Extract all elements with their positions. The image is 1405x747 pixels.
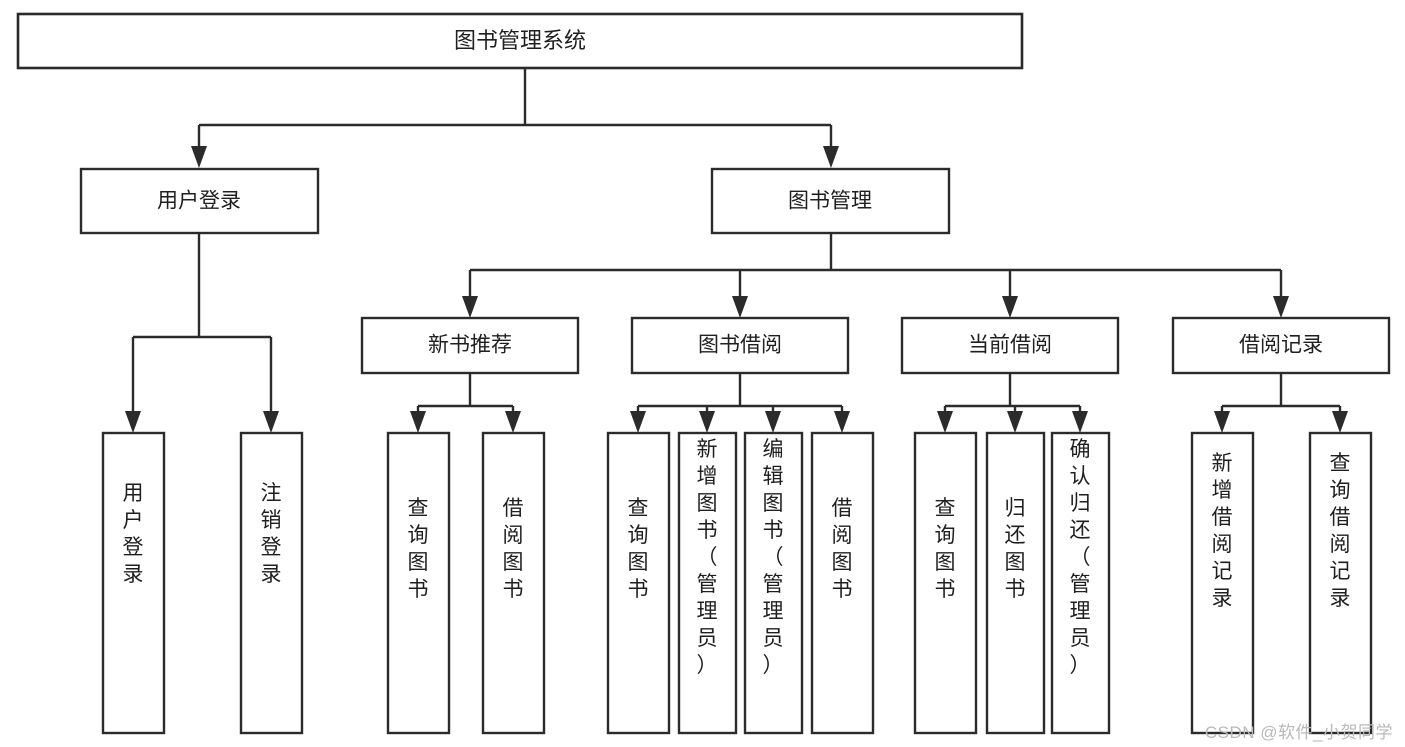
node-leaf-query-record-box[interactable] — [1308, 431, 1373, 735]
node-leaf-query-book-1-label: 查询图书 — [408, 497, 429, 601]
node-leaf-add-book-box[interactable] — [677, 431, 738, 735]
node-current-borrow[interactable]: 当前借阅 — [900, 316, 1120, 375]
node-root[interactable]: 图书管理系统 — [16, 12, 1024, 70]
node-user-login-label: 用户登录 — [157, 190, 241, 213]
node-borrow-record-box[interactable] — [1171, 316, 1391, 375]
arrow-leaf-query-book-3 — [937, 411, 953, 433]
node-leaf-query-book-1-box[interactable] — [386, 431, 451, 735]
node-leaf-edit-book[interactable]: 编辑图书（管理员） — [743, 431, 804, 735]
arrow-leaf-edit-book — [765, 411, 781, 433]
node-leaf-query-book-2-box[interactable] — [606, 431, 671, 735]
arrow-leaf-query-book-2 — [630, 411, 646, 433]
node-book-borrow-label: 图书借阅 — [698, 334, 782, 357]
node-leaf-add-record[interactable]: 新增借阅记录 — [1190, 431, 1255, 735]
node-leaf-user-login[interactable]: 用户登录 — [101, 431, 166, 735]
node-leaf-query-book-3[interactable]: 查询图书 — [913, 431, 978, 735]
connector-group-new-book-recommend — [410, 373, 521, 433]
node-user-login-box[interactable] — [79, 167, 320, 235]
arrow-leaf-borrow-book-1 — [505, 411, 521, 433]
node-leaf-query-book-2-label: 查询图书 — [628, 497, 649, 601]
connector-group-book-borrow — [630, 373, 850, 433]
node-leaf-user-login-label: 用户登录 — [123, 482, 144, 586]
arrow-leaf-return-book — [1007, 411, 1023, 433]
arrow-to-current-borrow — [1002, 296, 1018, 318]
node-leaf-user-logout-label: 注销登录 — [261, 482, 282, 586]
node-leaf-confirm-return-box[interactable] — [1050, 431, 1111, 735]
node-leaf-user-logout[interactable]: 注销登录 — [239, 431, 304, 735]
node-leaf-edit-book-label: 编辑图书（管理员） — [763, 438, 784, 677]
node-book-management-box[interactable] — [710, 167, 951, 235]
node-leaf-add-book-label: 新增图书（管理员） — [697, 438, 718, 677]
node-leaf-borrow-book-1[interactable]: 借阅图书 — [481, 431, 546, 735]
connector-group-borrow-record — [1214, 373, 1348, 433]
arrow-to-book-management — [823, 146, 839, 168]
connector-group-current-borrow — [937, 373, 1088, 433]
node-leaf-borrow-book-1-label: 借阅图书 — [503, 497, 524, 601]
node-leaf-query-book-1[interactable]: 查询图书 — [386, 431, 451, 735]
connector-group-user-login — [125, 233, 279, 433]
node-leaf-query-record[interactable]: 查询借阅记录 — [1308, 431, 1373, 735]
node-leaf-borrow-book-2-box[interactable] — [810, 431, 875, 735]
node-leaf-borrow-book-2-label: 借阅图书 — [832, 497, 853, 601]
node-user-login[interactable]: 用户登录 — [79, 167, 320, 235]
arrow-leaf-confirm-return — [1072, 411, 1088, 433]
node-book-borrow[interactable]: 图书借阅 — [630, 316, 850, 375]
connector-group-root — [191, 68, 839, 168]
arrow-to-new-book-recommend — [462, 296, 478, 318]
node-book-management[interactable]: 图书管理 — [710, 167, 951, 235]
node-leaf-user-logout-box[interactable] — [239, 431, 304, 735]
node-borrow-record[interactable]: 借阅记录 — [1171, 316, 1391, 375]
arrow-leaf-user-login — [125, 411, 141, 433]
node-leaf-confirm-return-label: 确认归还（管理员） — [1070, 438, 1091, 677]
node-leaf-query-record-label: 查询借阅记录 — [1330, 452, 1351, 610]
connector-group-book-management — [462, 233, 1289, 318]
arrow-leaf-query-book-1 — [410, 411, 426, 433]
arrow-to-book-borrow — [732, 296, 748, 318]
node-book-management-label: 图书管理 — [788, 190, 872, 213]
node-new-book-recommend-label: 新书推荐 — [428, 334, 512, 357]
arrow-leaf-user-logout — [263, 411, 279, 433]
node-root-label: 图书管理系统 — [454, 28, 586, 53]
node-leaf-add-record-box[interactable] — [1190, 431, 1255, 735]
arrow-to-user-login — [191, 146, 207, 168]
node-leaf-user-login-box[interactable] — [101, 431, 166, 735]
arrow-leaf-query-record — [1332, 411, 1348, 433]
node-leaf-query-book-3-label: 查询图书 — [935, 497, 956, 601]
arrow-leaf-add-book — [699, 411, 715, 433]
node-leaf-query-book-3-box[interactable] — [913, 431, 978, 735]
node-current-borrow-box[interactable] — [900, 316, 1120, 375]
node-leaf-add-book[interactable]: 新增图书（管理员） — [677, 431, 738, 735]
node-new-book-recommend[interactable]: 新书推荐 — [360, 316, 580, 375]
node-leaf-query-book-2[interactable]: 查询图书 — [606, 431, 671, 735]
node-leaf-return-book[interactable]: 归还图书 — [985, 431, 1046, 735]
node-leaf-edit-book-box[interactable] — [743, 431, 804, 735]
node-leaf-borrow-book-1-box[interactable] — [481, 431, 546, 735]
node-leaf-confirm-return[interactable]: 确认归还（管理员） — [1050, 431, 1111, 735]
arrow-to-borrow-record — [1273, 296, 1289, 318]
node-current-borrow-label: 当前借阅 — [968, 334, 1052, 357]
arrow-leaf-borrow-book-2 — [834, 411, 850, 433]
node-leaf-return-book-label: 归还图书 — [1005, 497, 1026, 601]
node-leaf-return-book-box[interactable] — [985, 431, 1046, 735]
node-leaf-borrow-book-2[interactable]: 借阅图书 — [810, 431, 875, 735]
node-leaf-add-record-label: 新增借阅记录 — [1212, 452, 1233, 610]
node-borrow-record-label: 借阅记录 — [1239, 334, 1323, 357]
node-root-box[interactable] — [16, 12, 1024, 70]
arrow-leaf-add-record — [1214, 411, 1230, 433]
node-new-book-recommend-box[interactable] — [360, 316, 580, 375]
node-book-borrow-box[interactable] — [630, 316, 850, 375]
